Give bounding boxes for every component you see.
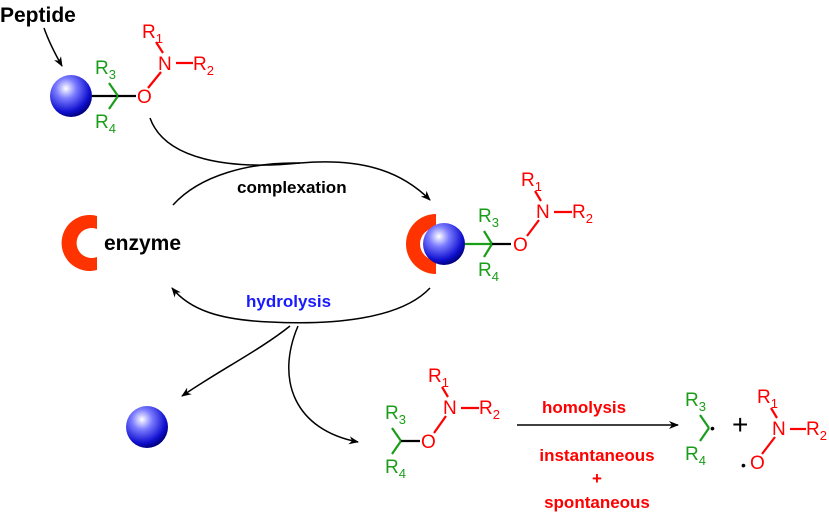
- atom-r1: R1: [142, 22, 163, 46]
- free-bond-o-n: [433, 415, 447, 434]
- bond-n-r1: [155, 41, 164, 54]
- released-sphere: [126, 406, 168, 448]
- hydrolysis-label: hydrolysis: [246, 292, 331, 311]
- peptide-sphere: [50, 75, 92, 117]
- carbon-radical-dot: •: [710, 420, 715, 436]
- nitroxide-atom-r1: R1: [757, 387, 778, 411]
- radical-bond-r3: [699, 414, 710, 429]
- instantaneous-label: instantaneous: [539, 446, 654, 465]
- complex-atom-n: N: [536, 202, 550, 223]
- free-atom-r2: R2: [479, 398, 500, 422]
- free-bond-c-r4: [391, 440, 402, 455]
- nitroxide-bond-o-n: [761, 436, 776, 455]
- free-atom-o: O: [421, 432, 436, 453]
- complex-atom-o: O: [513, 235, 528, 256]
- atom-r3: R3: [95, 58, 116, 82]
- complex-atom-r3: R3: [478, 206, 499, 230]
- peptide-label: Peptide: [0, 4, 76, 27]
- complex-bond-n-r1: [534, 190, 542, 202]
- free-atom-r4: R4: [385, 457, 406, 481]
- free-atom-n: N: [443, 398, 457, 419]
- bond-o-n: [147, 71, 162, 89]
- oxygen-radical-dot: •: [741, 457, 746, 473]
- radical-bond-r4: [699, 427, 710, 442]
- complex-atom-r1: R1: [521, 170, 542, 194]
- homolysis-label: homolysis: [542, 398, 626, 417]
- free-bond-c-r3: [391, 427, 402, 442]
- atom-n: N: [158, 54, 172, 75]
- nitroxide-atom-r2: R2: [806, 419, 827, 443]
- enzyme-label: enzyme: [104, 232, 181, 255]
- complex-atom-r4: R4: [478, 260, 499, 284]
- products-plus-sign: +: [732, 409, 748, 440]
- nitroxide-atom-n: N: [772, 419, 786, 440]
- atom-o: O: [137, 87, 152, 108]
- peptide-arrow: [43, 27, 63, 67]
- free-atom-r1: R1: [428, 366, 449, 390]
- complex-bond-c-r4: [483, 243, 493, 258]
- complex-sphere: [423, 223, 465, 265]
- enzyme-to-complex-arc: [172, 162, 301, 206]
- bond-c-r3: [108, 82, 119, 97]
- complex-atom-r2: R2: [572, 202, 593, 226]
- atom-r2: R2: [193, 54, 214, 78]
- complexation-label: complexation: [237, 178, 347, 197]
- complex-enzyme-shape: [406, 214, 436, 274]
- hydrolysis-arrow: [171, 287, 431, 324]
- enzyme-shape: [61, 215, 97, 271]
- hydrolysis-branch-alkoxyamine: [288, 325, 359, 445]
- spontaneous-label: spontaneous: [544, 493, 650, 512]
- radical-atom-r3: R3: [685, 390, 706, 414]
- atom-r4: R4: [95, 112, 116, 136]
- bond-c-r4: [108, 95, 119, 110]
- complex-bond-o-n: [526, 219, 540, 237]
- free-atom-r3: R3: [385, 403, 406, 427]
- radical-atom-r4: R4: [685, 444, 706, 468]
- nitroxide-atom-o: O: [750, 453, 765, 474]
- nitroxide-bond-n-r1: [770, 407, 778, 419]
- free-bond-n-r1: [441, 386, 449, 398]
- hydrolysis-branch-sphere: [181, 325, 291, 397]
- plus-word-label: +: [592, 469, 602, 488]
- complex-bond-c-r3: [483, 230, 493, 245]
